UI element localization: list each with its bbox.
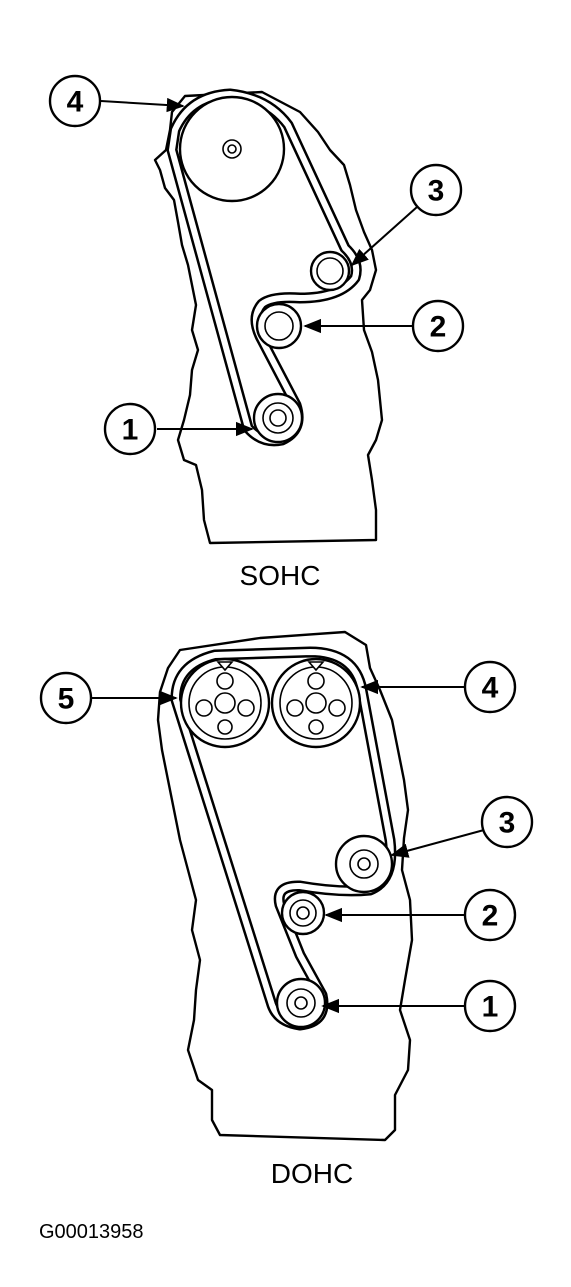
dohc-callout-5: 5: [39, 671, 178, 725]
sohc-engine-block-outline: [153, 90, 384, 545]
sohc-callout-4: 4: [48, 74, 185, 128]
dohc-right-cam-sprocket: [270, 657, 362, 749]
sohc-callout-3: 3: [350, 163, 463, 267]
sohc-callout-1: 1: [103, 402, 254, 456]
sohc-caption: SOHC: [240, 560, 321, 591]
dohc-tensioner-pulley: [280, 890, 326, 936]
sohc-callout-1-label: 1: [122, 414, 139, 447]
dohc-callout-3: 3: [390, 795, 534, 858]
dohc-left-cam-sprocket: [179, 657, 271, 749]
dohc-callout-1-label: 1: [482, 991, 499, 1024]
dohc-callout-4: 4: [360, 660, 517, 714]
dohc-callout-2: 2: [324, 888, 517, 942]
dohc-callout-2-label: 2: [482, 900, 499, 933]
dohc-caption: DOHC: [271, 1158, 353, 1189]
dohc-engine-block-outline: [156, 630, 414, 1142]
sohc-callout-4-label: 4: [67, 86, 84, 119]
dohc-callout-3-label: 3: [499, 807, 516, 840]
dohc-diagram: 5 4 3 2 1 DOHC: [39, 630, 534, 1189]
sohc-tensioner-pulley-inner: [264, 311, 294, 341]
dohc-crankshaft-sprocket: [275, 977, 327, 1029]
dohc-idler-pulley: [334, 834, 394, 894]
dohc-callout-4-label: 4: [482, 672, 499, 705]
sohc-callout-2: 2: [303, 299, 465, 353]
figure-id: G00013958: [39, 1221, 144, 1243]
sohc-diagram: 1 2 3 4 SOHC: [48, 74, 465, 591]
sohc-crankshaft-hub: [269, 409, 287, 427]
sohc-callout-3-label: 3: [428, 175, 445, 208]
sohc-callout-2-label: 2: [430, 311, 447, 344]
dohc-callout-5-label: 5: [58, 683, 75, 716]
dohc-callout-1: 1: [321, 979, 517, 1033]
sohc-idler-pulley-inner: [316, 257, 344, 285]
sohc-camshaft-bolt: [227, 144, 237, 154]
